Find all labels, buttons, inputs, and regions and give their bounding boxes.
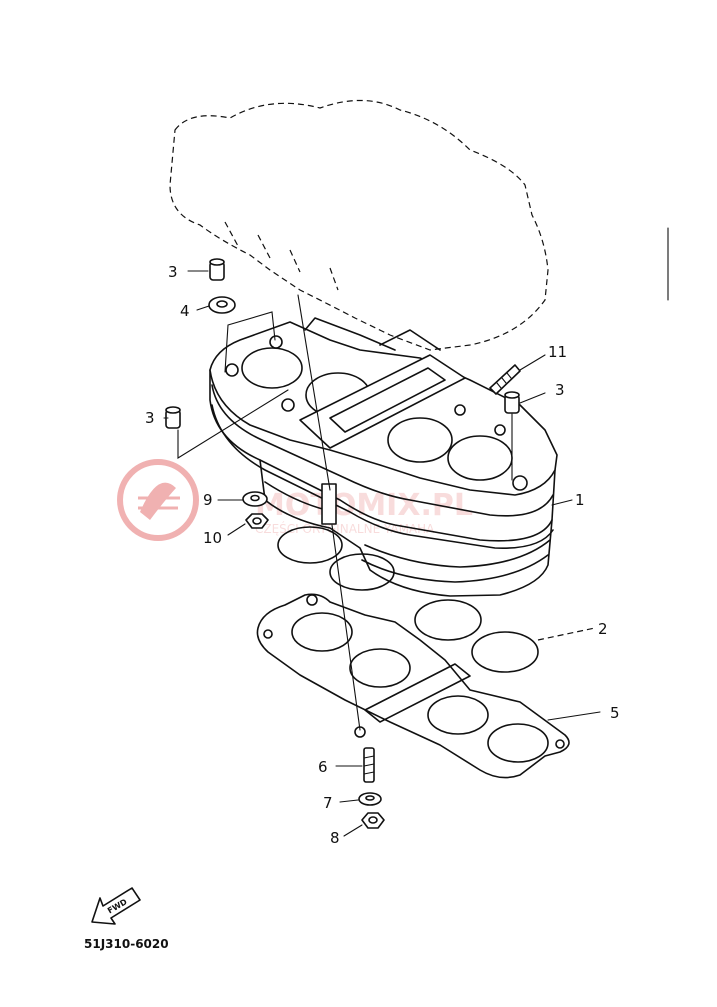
leader-lines: [163, 270, 601, 837]
part-label-6: 6: [318, 758, 328, 776]
part-3-cap-b: [165, 406, 181, 429]
part-8-nut: [361, 812, 385, 829]
part-label-7: 7: [323, 794, 333, 812]
part-label-2: 2: [598, 620, 608, 638]
front-arrow-icon: FWD: [91, 887, 141, 925]
part-label-4: 4: [180, 302, 190, 320]
part-label-1: 1: [575, 491, 585, 509]
diagram-code: 51J310-6020: [84, 937, 169, 951]
part-label-10: 10: [203, 529, 222, 547]
part-4-washer: [208, 296, 236, 314]
watermark-logo: [117, 459, 199, 541]
part-label-3c: 3: [555, 381, 565, 399]
alignment-line: [297, 294, 361, 731]
base-gasket: [256, 593, 570, 779]
cylinder-head-outline: [169, 99, 549, 351]
cylinder-block: [209, 317, 558, 597]
watermark-subtext: CZĘŚCI ORYGINALNE YAMAHA: [255, 521, 435, 536]
part-label-8: 8: [330, 829, 340, 847]
part-label-3a: 3: [168, 263, 178, 281]
part-label-9: 9: [203, 491, 213, 509]
part-label-3b: 3: [145, 409, 155, 427]
part-label-11: 11: [548, 343, 567, 361]
o-rings: [277, 526, 539, 673]
part-9-washer: [242, 491, 268, 507]
part-3-cap-a: [209, 258, 225, 281]
part-3-cap-c: [504, 391, 520, 414]
part-label-5: 5: [610, 704, 620, 722]
part-11-stud: [489, 364, 521, 395]
part-7-washer: [358, 792, 382, 806]
part-10-nut: [245, 513, 269, 529]
part-6-stud: [363, 747, 375, 783]
